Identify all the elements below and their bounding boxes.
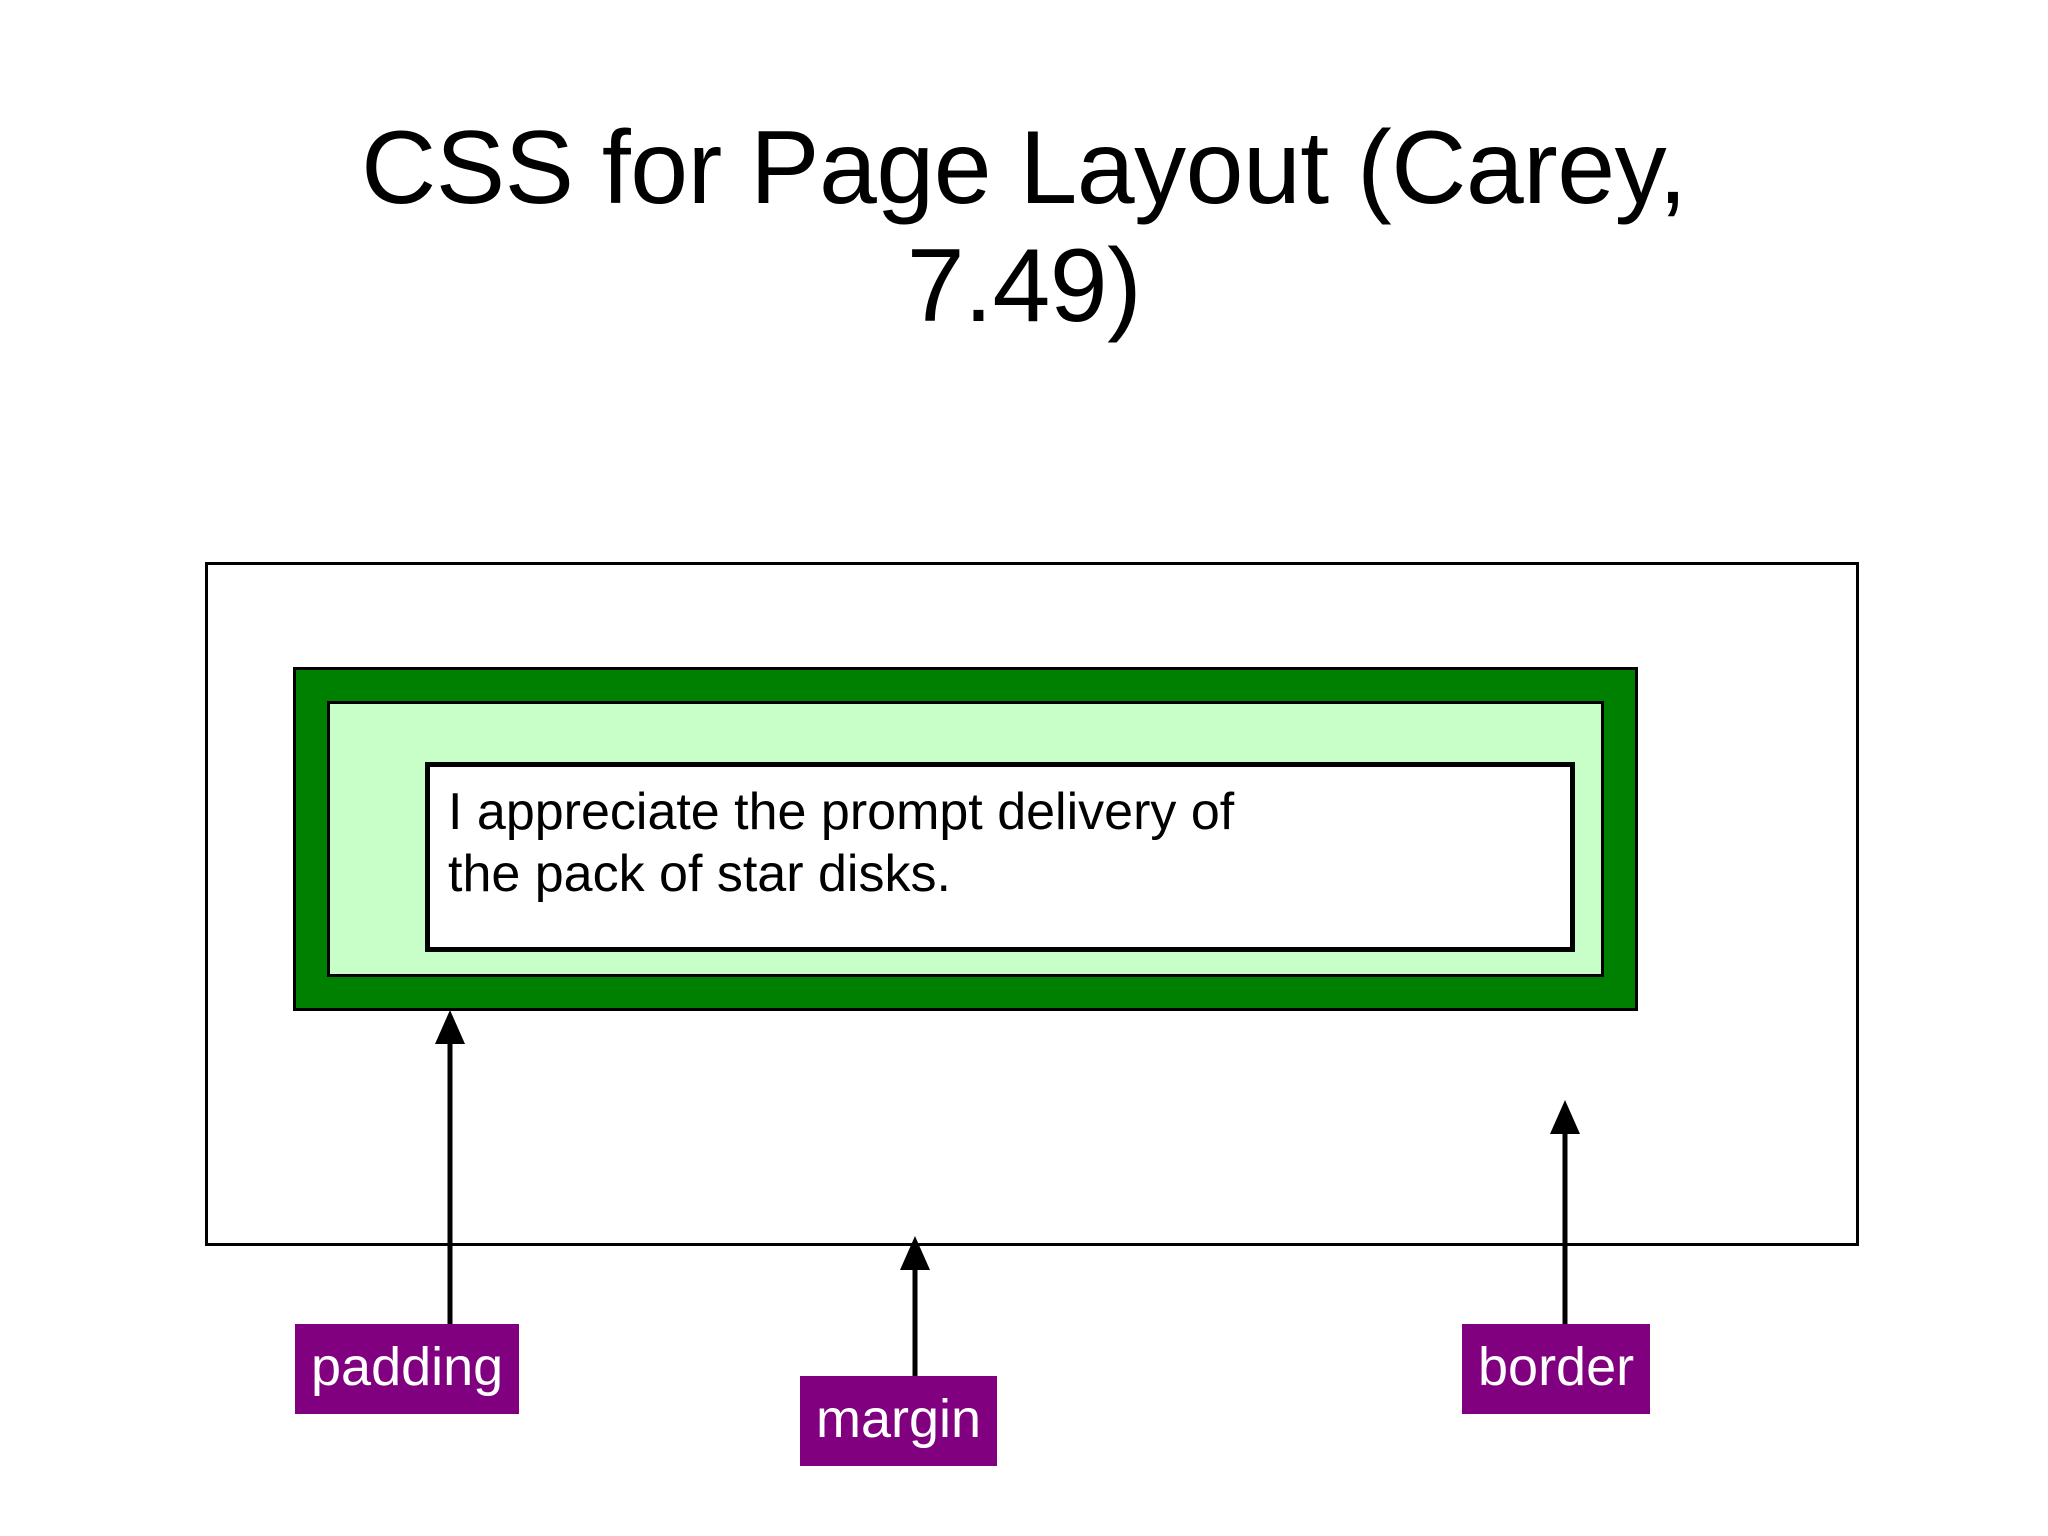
content-area-box: I appreciate the prompt delivery of the … (425, 762, 1575, 952)
css-box-model-diagram: I appreciate the prompt delivery of the … (205, 562, 1859, 1246)
callout-label-margin: margin (800, 1376, 998, 1466)
callout-label-border: border (1462, 1324, 1651, 1414)
callout-label-padding: padding (295, 1324, 520, 1414)
page-title-line-1: CSS for Page Layout (Carey, (361, 110, 1687, 226)
border-band-rectangle: I appreciate the prompt delivery of the … (293, 667, 1638, 1011)
margin-area-rectangle: I appreciate the prompt delivery of the … (205, 562, 1859, 1246)
margin-leader-arrow (900, 1236, 930, 1382)
padding-area-rectangle: I appreciate the prompt delivery of the … (327, 701, 1604, 977)
page-title: CSS for Page Layout (Carey, 7.49) (120, 110, 1928, 345)
content-text: I appreciate the prompt delivery of the … (448, 783, 1235, 904)
padding-leader-arrow (435, 1010, 465, 1330)
page-title-line-2: 7.49) (906, 227, 1142, 344)
border-leader-arrow (1550, 1100, 1580, 1332)
